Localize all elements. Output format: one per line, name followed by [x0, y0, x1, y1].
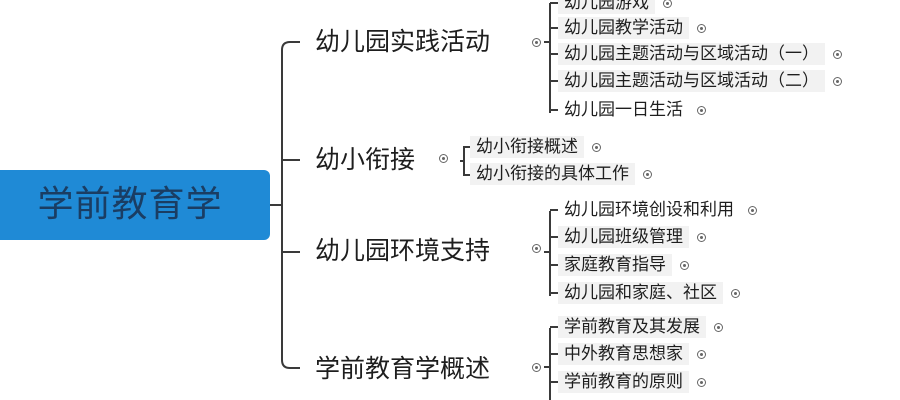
- leaf-node-1-0[interactable]: 幼小衔接概述: [470, 136, 584, 158]
- leaf-toggle-2-3[interactable]: [731, 289, 740, 298]
- leaf-toggle-3-0[interactable]: [714, 323, 723, 332]
- leaf-node-0-0[interactable]: 幼儿园游戏: [558, 0, 655, 14]
- leaf-node-3-1[interactable]: 中外教育思想家: [558, 343, 689, 365]
- leaf-toggle-2-1[interactable]: [697, 233, 706, 242]
- leaf-node-0-4[interactable]: 幼儿园一日生活: [564, 100, 683, 120]
- branch-toggle-3[interactable]: [532, 363, 541, 372]
- leaf-toggle-0-4[interactable]: [697, 106, 706, 115]
- leaf-toggle-1-1[interactable]: [643, 170, 652, 179]
- leaf-node-0-1[interactable]: 幼儿园教学活动: [558, 17, 689, 39]
- leaf-toggle-1-0[interactable]: [592, 143, 601, 152]
- leaf-toggle-0-0[interactable]: [663, 0, 672, 8]
- leaf-node-3-0[interactable]: 学前教育及其发展: [558, 316, 706, 338]
- branch-toggle-2[interactable]: [532, 244, 541, 253]
- leaf-node-2-0[interactable]: 幼儿园环境创设和利用: [564, 200, 734, 220]
- branch-node-2[interactable]: 幼儿园环境支持: [315, 236, 491, 265]
- leaf-toggle-2-0[interactable]: [748, 206, 757, 215]
- leaf-toggle-0-3[interactable]: [833, 77, 842, 86]
- branch-node-1[interactable]: 幼小衔接: [315, 145, 416, 174]
- leaf-toggle-0-1[interactable]: [697, 24, 706, 33]
- leaf-toggle-0-2[interactable]: [833, 50, 842, 59]
- branch-connector-0: [281, 41, 300, 51]
- leaf-node-2-1[interactable]: 幼儿园班级管理: [558, 226, 689, 248]
- leaf-toggle-3-2[interactable]: [697, 378, 706, 387]
- branch-node-3[interactable]: 学前教育学概述: [315, 354, 491, 383]
- branch-toggle-0[interactable]: [532, 38, 541, 47]
- branch-toggle-1[interactable]: [439, 154, 448, 163]
- leaf-toggle-2-2[interactable]: [680, 261, 689, 270]
- leaf-node-2-2[interactable]: 家庭教育指导: [558, 254, 672, 276]
- leaf-toggle-3-1[interactable]: [697, 350, 706, 359]
- leaf-node-0-2[interactable]: 幼儿园主题活动与区域活动（一）: [558, 43, 825, 65]
- root-node[interactable]: 学前教育学: [0, 170, 270, 240]
- leaf-node-0-3[interactable]: 幼儿园主题活动与区域活动（二）: [558, 70, 825, 92]
- leaf-node-3-2[interactable]: 学前教育的原则: [558, 371, 689, 393]
- branch-node-0[interactable]: 幼儿园实践活动: [315, 27, 491, 56]
- branch-connector-3: [281, 359, 300, 369]
- leaf-node-1-1[interactable]: 幼小衔接的具体工作: [470, 163, 635, 185]
- leaf-node-2-3[interactable]: 幼儿园和家庭、社区: [558, 282, 723, 304]
